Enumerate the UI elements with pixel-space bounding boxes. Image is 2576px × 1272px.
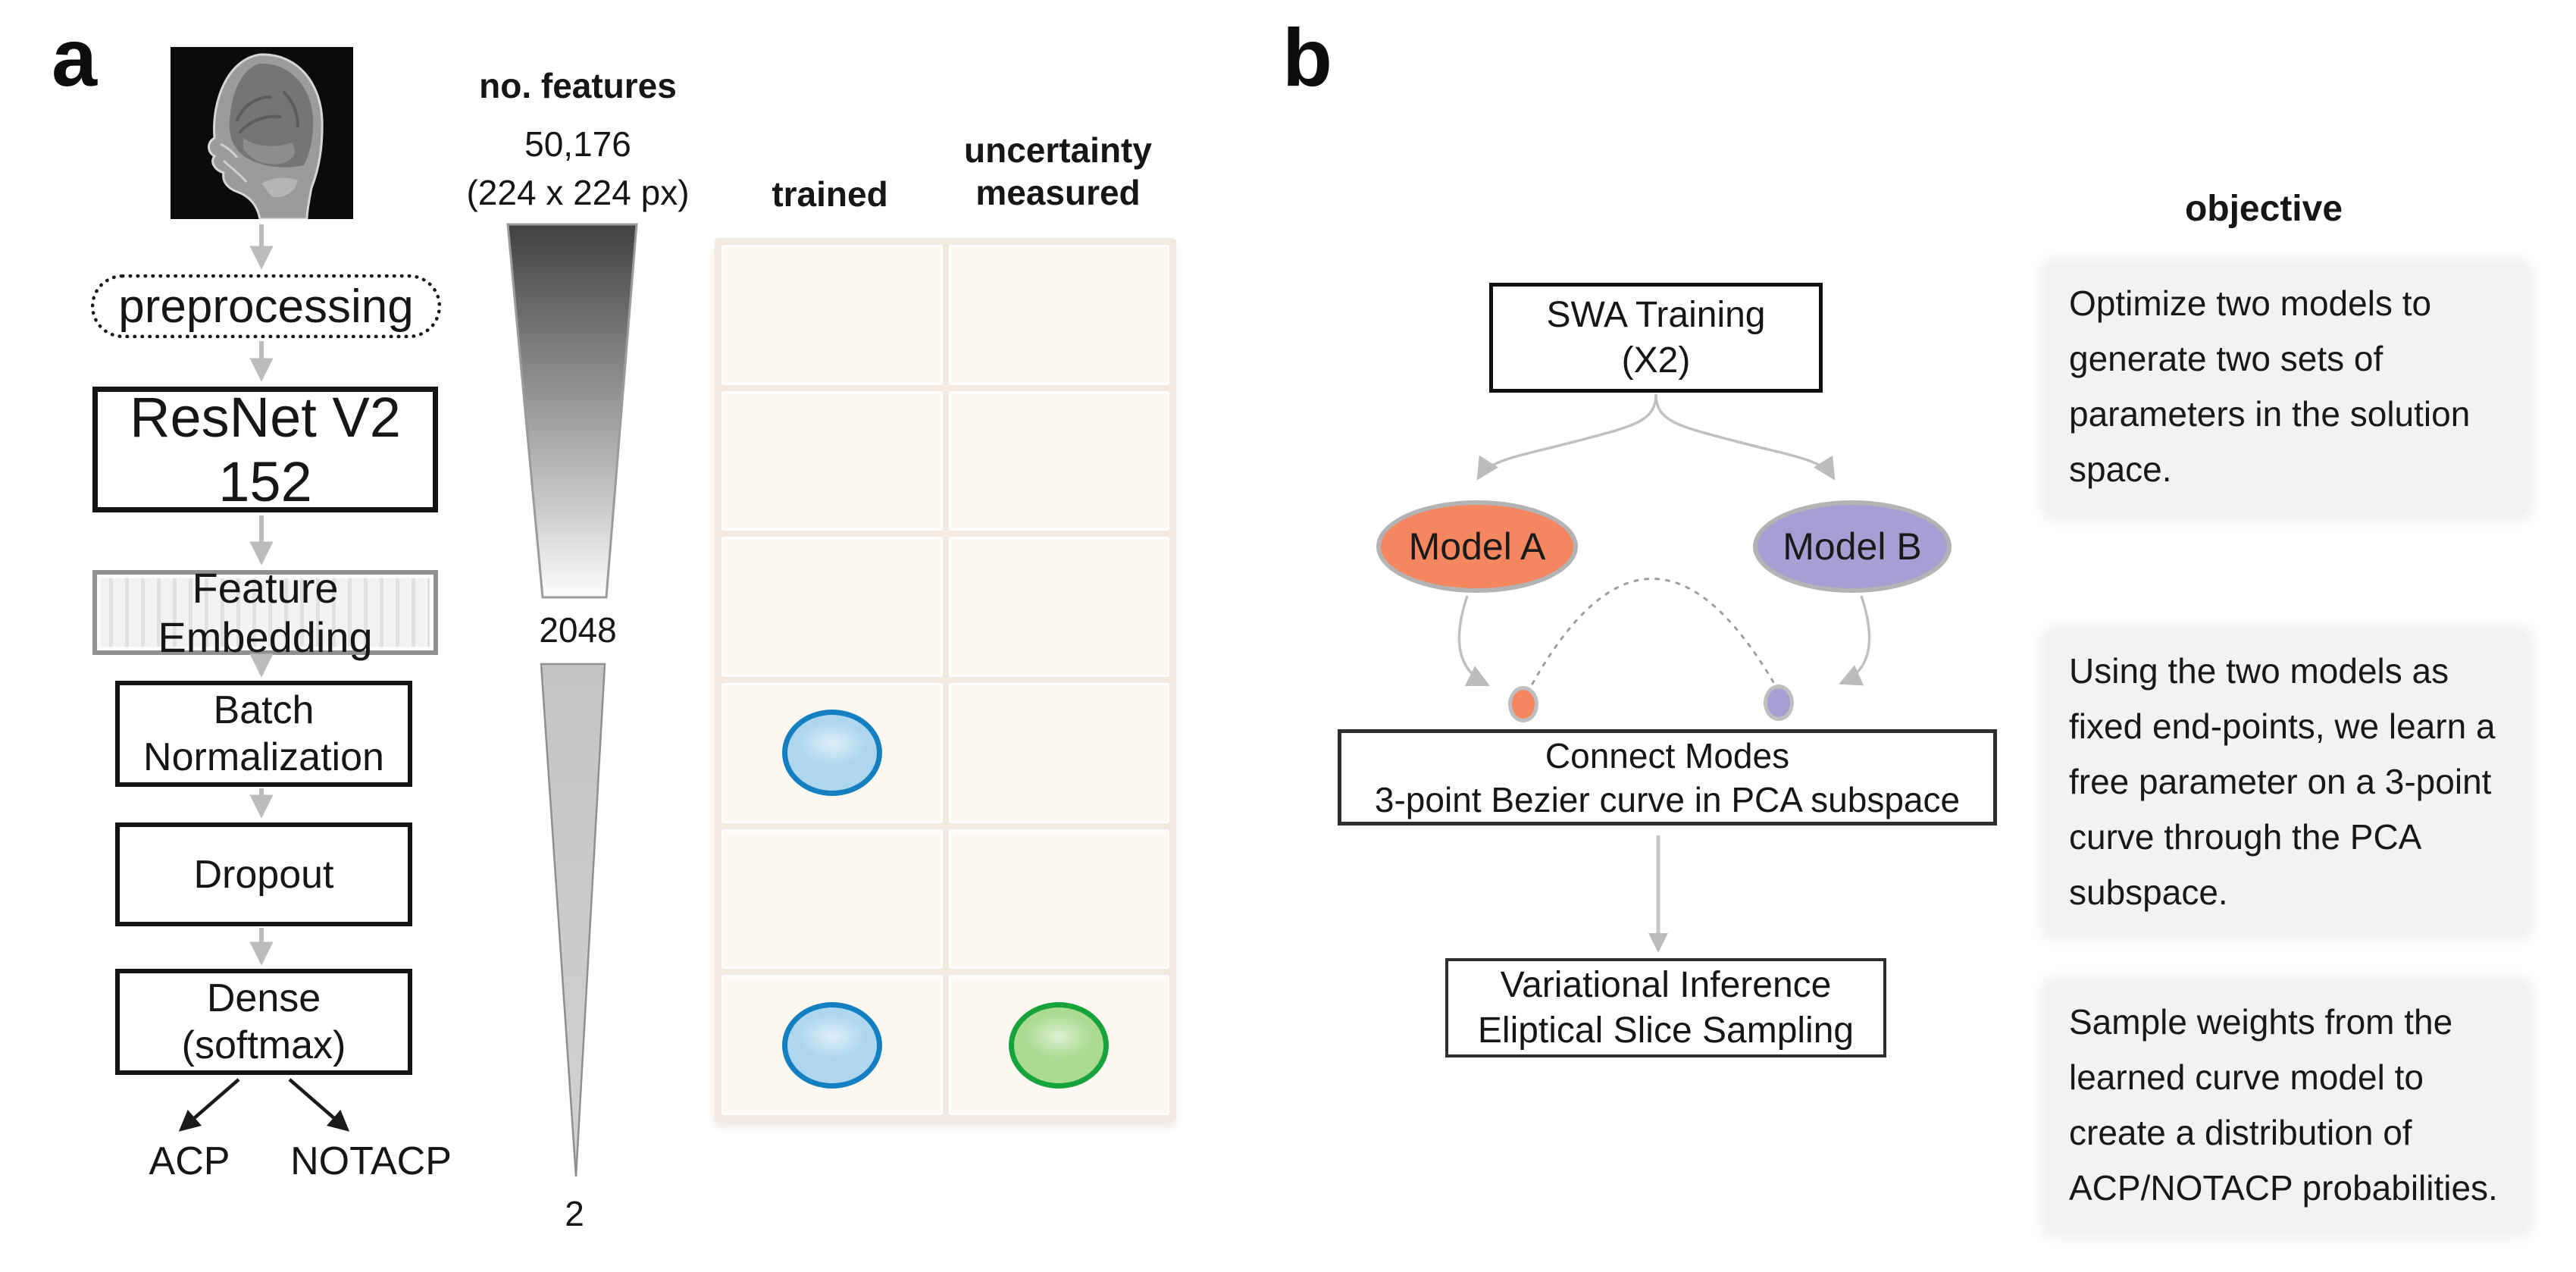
objective-1-line: Optimize two models to xyxy=(2069,284,2432,323)
model-b-label: Model B xyxy=(1783,525,1922,568)
objective-1-line: space. xyxy=(2069,450,2172,489)
table-header-trained: trained xyxy=(772,174,888,214)
objective-header: objective xyxy=(2184,189,2343,229)
batch-norm-label-line2: Normalization xyxy=(143,735,384,779)
uncertainty-header-line1: uncertainty xyxy=(964,130,1152,170)
objective-block-1: Optimize two models to generate two sets… xyxy=(2046,264,2527,515)
table-cell-r2c1 xyxy=(721,390,943,531)
batch-normalization-node: Batch Normalization xyxy=(115,681,412,787)
table-cell-r5c2 xyxy=(948,829,1169,970)
brain-mri-art xyxy=(171,47,353,219)
objective-3-line: learned curve model to xyxy=(2069,1057,2424,1097)
model-a-ellipse: Model A xyxy=(1376,500,1578,593)
swa-label-line1: SWA Training xyxy=(1546,294,1766,335)
model-a-label: Model A xyxy=(1408,525,1546,568)
arrow-swa-to-model-b xyxy=(1654,393,1836,481)
variational-inference-node: Variational Inference Eliptical Slice Sa… xyxy=(1445,958,1886,1057)
trained-marker xyxy=(781,1001,882,1089)
preprocessing-label: preprocessing xyxy=(118,280,414,333)
features-header: no. features xyxy=(479,66,677,105)
table-cell-r1c1 xyxy=(721,245,943,385)
objective-1-line: generate two sets of xyxy=(2069,339,2384,378)
uncertainty-measured-marker xyxy=(1009,1001,1110,1089)
table-cell-r3c1 xyxy=(721,537,943,677)
objective-2-line: Using the two models as xyxy=(2069,651,2449,691)
results-table xyxy=(715,238,1176,1122)
acp-text: ACP xyxy=(149,1139,230,1183)
connect-modes-line2: 3-point Bezier curve in PCA subspace xyxy=(1374,779,1961,819)
arrow-model-b-to-dot xyxy=(1838,595,1871,686)
bezier-curve-dashed-arc xyxy=(1531,578,1775,685)
objective-2-line: fixed end-points, we learn a xyxy=(2069,706,2496,746)
table-cell-r6c1 xyxy=(721,975,943,1115)
objective-2-line: free parameter on a 3-point xyxy=(2069,762,2492,801)
objective-block-2: Using the two models as fixed end-points… xyxy=(2046,631,2527,935)
table-cell-r6c2 xyxy=(948,975,1169,1115)
dense-label-line1: Dense xyxy=(206,976,321,1020)
table-cell-r3c2 xyxy=(948,537,1169,677)
table-cell-r4c1 xyxy=(721,683,943,823)
dense-label-line2: (softmax) xyxy=(181,1023,346,1067)
swa-training-node: SWA Training (X2) xyxy=(1489,283,1823,393)
model-b-ellipse: Model B xyxy=(1753,500,1952,593)
feature-funnel-upper xyxy=(506,223,638,599)
batch-norm-label-line1: Batch xyxy=(213,688,315,732)
feature-embedding-label: Feature Embedding xyxy=(158,564,373,661)
table-cell-r2c2 xyxy=(948,390,1169,531)
features-input-count: 50,176 xyxy=(524,124,631,164)
objective-3-line: ACP/NOTACP probabilities. xyxy=(2069,1168,2498,1208)
table-header-uncertainty: uncertainty measured xyxy=(944,129,1172,214)
arrow-dense-to-acp xyxy=(178,1078,240,1132)
trained-marker xyxy=(781,710,882,797)
resnet-label: ResNet V2 152 xyxy=(130,386,401,513)
output-label-notacp: NOTACP xyxy=(290,1139,452,1184)
model-b-endpoint-dot xyxy=(1764,685,1794,721)
table-cell-r4c2 xyxy=(948,683,1169,823)
dense-softmax-node: Dense (softmax) xyxy=(115,969,412,1075)
panel-label-a: a xyxy=(52,11,98,103)
features-input-dims: (224 x 224 px) xyxy=(466,173,690,212)
objective-block-3: Sample weights from the learned curve mo… xyxy=(2046,982,2527,1233)
table-cell-r5c1 xyxy=(721,829,943,970)
features-final-count: 2 xyxy=(565,1194,584,1233)
objective-3-line: create a distribution of xyxy=(2069,1113,2412,1152)
uncertainty-header-line2: measured xyxy=(975,173,1141,212)
dropout-label: Dropout xyxy=(193,852,334,897)
arrow-dense-to-notacp xyxy=(288,1078,350,1132)
feature-embedding-node: Feature Embedding xyxy=(92,564,438,661)
arrow-model-a-to-dot xyxy=(1457,595,1490,686)
objective-2-line: subspace. xyxy=(2069,873,2228,912)
objective-3-line: Sample weights from the xyxy=(2069,1002,2453,1042)
objective-2-line: curve through the PCA xyxy=(2069,817,2422,857)
features-embedding-count: 2048 xyxy=(539,610,617,650)
dropout-node: Dropout xyxy=(115,822,412,926)
arrow-swa-to-model-a xyxy=(1476,393,1657,481)
table-cell-r1c2 xyxy=(948,245,1169,385)
vi-line1: Variational Inference xyxy=(1500,964,1832,1005)
model-a-endpoint-dot xyxy=(1508,686,1538,722)
output-label-acp: ACP xyxy=(140,1139,239,1184)
feature-funnel-lower xyxy=(540,663,606,1177)
objective-1-line: parameters in the solution xyxy=(2069,394,2471,434)
swa-label-line2: (X2) xyxy=(1621,340,1691,381)
brain-mri-image xyxy=(171,47,353,219)
panel-label-b: b xyxy=(1282,11,1332,103)
vi-line2: Eliptical Slice Sampling xyxy=(1477,1010,1855,1051)
connect-modes-line1: Connect Modes xyxy=(1545,735,1790,775)
connect-modes-node: Connect Modes 3-point Bezier curve in PC… xyxy=(1338,729,1997,826)
preprocessing-node: preprocessing xyxy=(91,274,441,338)
notacp-text: NOTACP xyxy=(290,1139,452,1183)
resnet-node: ResNet V2 152 xyxy=(92,386,438,513)
